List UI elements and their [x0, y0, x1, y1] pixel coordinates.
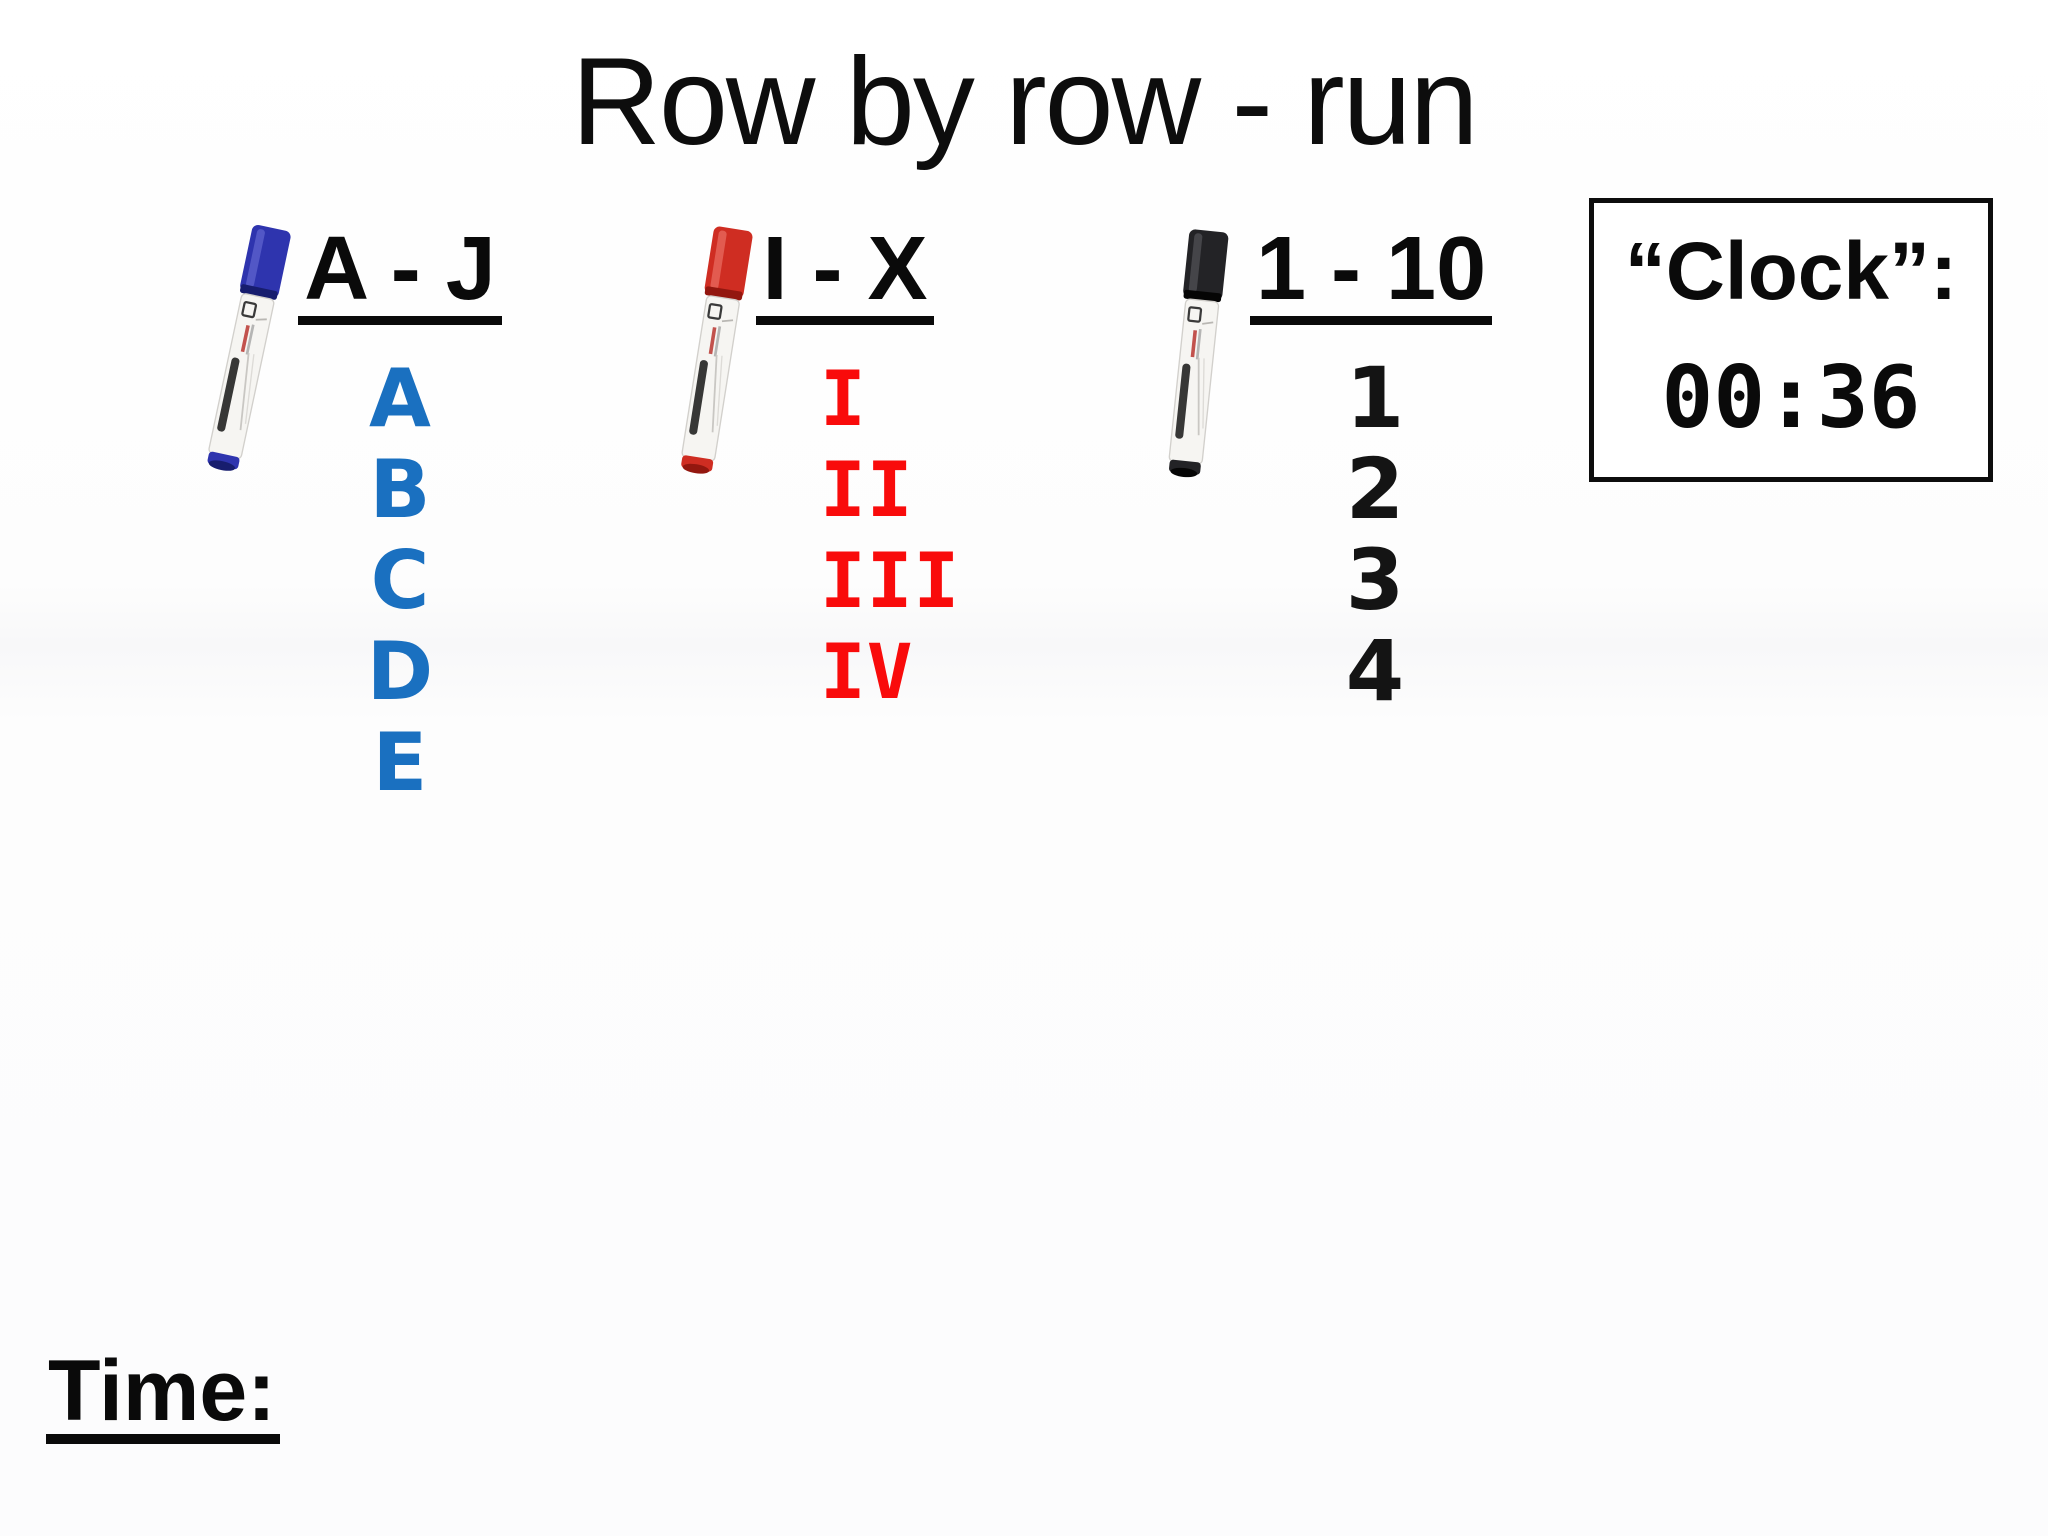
black-marker-icon	[1168, 229, 1229, 478]
column-header-roman-label: I - X	[756, 224, 934, 325]
clock-time-value: 00:36	[1661, 348, 1921, 448]
list-item: II	[820, 445, 914, 534]
list-item: C	[370, 534, 430, 627]
column-header-roman: I - X	[735, 224, 955, 325]
roman-numerals-list: I II III IV	[820, 353, 960, 717]
list-item: I	[820, 354, 867, 443]
clock-box: “Clock”: 00:36	[1589, 198, 1993, 482]
list-item: 4	[1345, 622, 1405, 720]
numbers-list: 1 2 3 4	[1265, 353, 1485, 717]
column-header-letters-label: A - J	[298, 224, 502, 325]
time-label-text: Time:	[46, 1348, 280, 1444]
list-item: B	[369, 443, 431, 536]
column-header-numbers-label: 1 - 10	[1250, 224, 1493, 325]
list-item: 1	[1345, 349, 1405, 447]
column-header-letters: A - J	[290, 224, 510, 325]
list-item: 3	[1345, 531, 1405, 629]
list-item: A	[369, 352, 431, 445]
time-label: Time:	[46, 1348, 280, 1444]
list-item: E	[372, 716, 428, 809]
slide-title: Row by row - run	[571, 33, 1478, 171]
letters-list: A B C D E	[290, 353, 510, 808]
column-header-numbers: 1 - 10	[1250, 224, 1493, 325]
list-item: D	[366, 625, 434, 718]
clock-label: “Clock”:	[1624, 226, 1958, 317]
list-item: 2	[1345, 440, 1405, 538]
list-item: III	[820, 536, 961, 625]
list-item: IV	[820, 627, 914, 716]
blue-marker-icon	[207, 225, 291, 471]
red-marker-icon	[681, 226, 753, 474]
